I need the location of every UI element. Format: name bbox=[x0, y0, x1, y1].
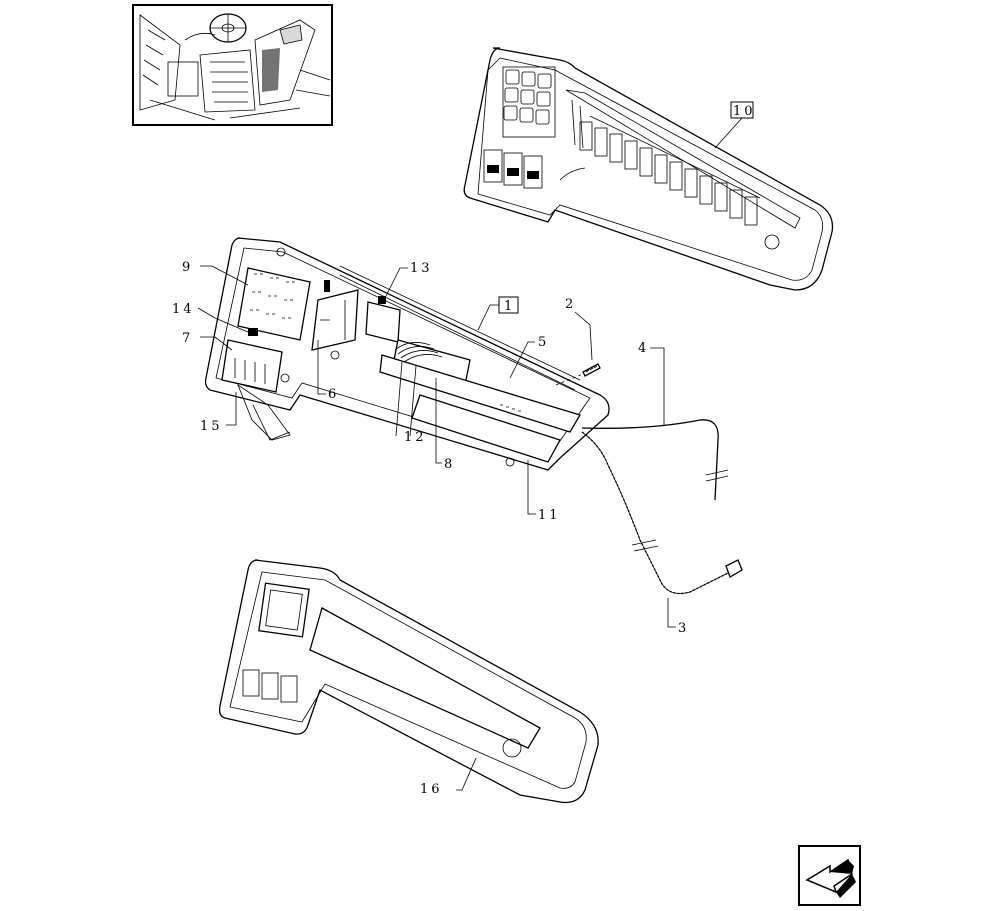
circuit-board-5 bbox=[379, 354, 581, 433]
callout-15-label: 15 bbox=[200, 419, 223, 434]
callout-8-label: 8 bbox=[444, 457, 455, 472]
callout-2: 2 bbox=[565, 297, 593, 361]
callout-1-label: 1 bbox=[504, 299, 515, 314]
callout-7-label: 7 bbox=[182, 331, 193, 346]
callout-11: 11 bbox=[527, 460, 561, 523]
screw bbox=[555, 363, 601, 386]
callout-11-label: 11 bbox=[538, 508, 561, 523]
callout-12-label: 12 bbox=[404, 430, 427, 445]
rocker-switches bbox=[483, 149, 543, 189]
callout-12: 12 bbox=[395, 361, 427, 445]
callout-13: 13 bbox=[383, 261, 433, 301]
callout-2-label: 2 bbox=[565, 297, 576, 312]
ribbon-cables bbox=[394, 342, 443, 363]
callout-5: 5 bbox=[509, 335, 549, 379]
callout-16-label: 16 bbox=[420, 782, 443, 797]
wiring-harness-3 bbox=[581, 431, 743, 595]
callout-16: 16 bbox=[420, 757, 477, 797]
callout-10-label: 10 bbox=[733, 104, 756, 119]
callout-15: 15 bbox=[200, 392, 237, 434]
callout-3: 3 bbox=[667, 598, 689, 636]
keypad-grid bbox=[502, 66, 556, 138]
callout-4-label: 4 bbox=[638, 341, 649, 356]
callout-9: 9 bbox=[182, 260, 249, 286]
upper-cover-panel bbox=[463, 47, 834, 291]
callout-4: 4 bbox=[638, 341, 665, 425]
callout-14-label: 14 bbox=[172, 302, 195, 317]
switch-row bbox=[565, 89, 801, 229]
callout-1: 1 bbox=[477, 296, 519, 331]
callout-7: 7 bbox=[182, 331, 233, 351]
callout-6: 6 bbox=[317, 340, 339, 402]
callout-13-label: 13 bbox=[410, 261, 433, 276]
callout-9-label: 9 bbox=[182, 260, 193, 275]
lower-cover-panel bbox=[218, 559, 599, 804]
circuit-board-11 bbox=[411, 394, 561, 463]
callout-3-label: 3 bbox=[678, 621, 689, 636]
callout-8: 8 bbox=[435, 378, 455, 472]
connector-module bbox=[221, 328, 291, 441]
callout-10: 10 bbox=[714, 101, 756, 149]
keypad-module bbox=[237, 267, 311, 341]
circuit-board-6 bbox=[311, 280, 359, 351]
lower-switch-slots bbox=[242, 669, 298, 703]
cab-location-inset bbox=[132, 4, 333, 126]
callout-14: 14 bbox=[172, 302, 249, 333]
arrow-icon[interactable] bbox=[798, 845, 861, 906]
callout-6-label: 6 bbox=[328, 387, 339, 402]
cable-4 bbox=[581, 419, 729, 501]
callout-5-label: 5 bbox=[538, 335, 549, 350]
